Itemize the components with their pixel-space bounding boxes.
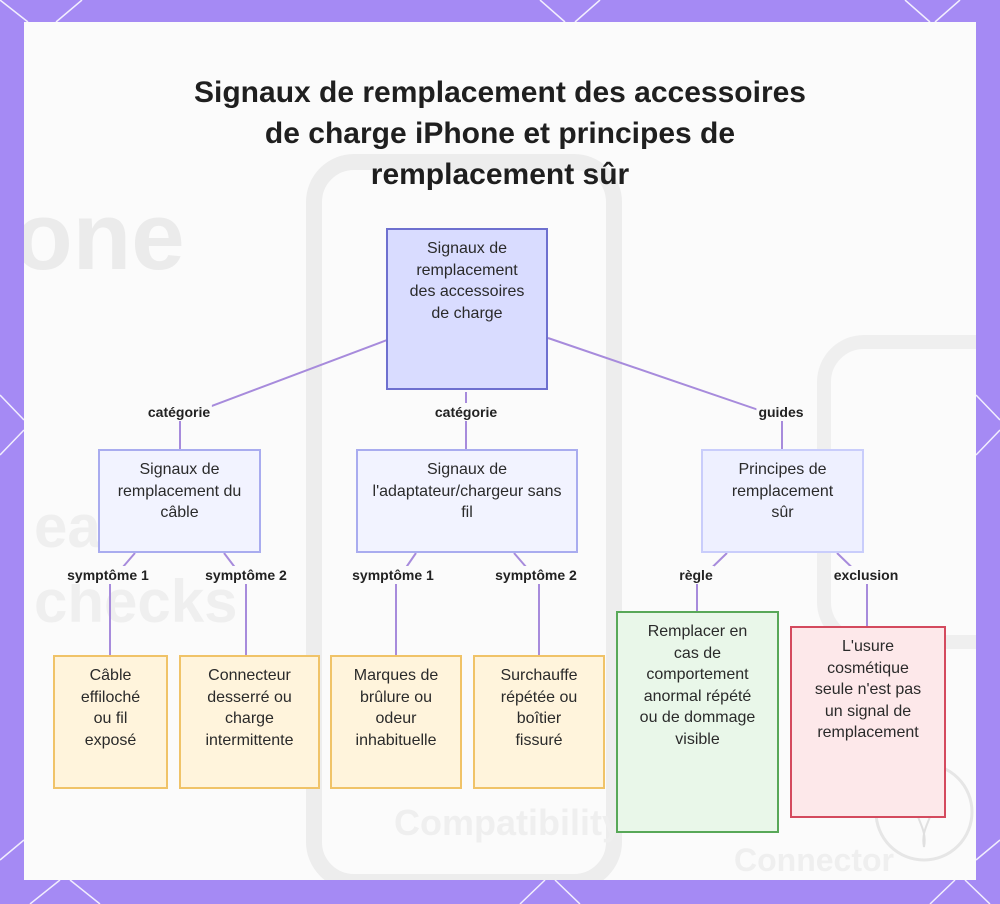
leaf-node-replace-rule: Remplacer en cas de comportement anormal…: [616, 611, 779, 833]
connector-principles-exclusion: [836, 552, 868, 627]
diagram-card: one ea checks Compatibility Connector Si…: [24, 22, 976, 880]
edge-label-symptom-2-cable: symptôme 2: [203, 566, 289, 584]
leaf-node-cosmetic-exclusion: L'usure cosmétique seule n'est pas un si…: [790, 626, 946, 818]
background-watermark: one ea checks Compatibility Connector: [24, 22, 976, 880]
leaf-node-overheating: Surchauffe répétée ou boîtier fissuré: [473, 655, 605, 789]
leaf-label-overheating: Surchauffe répétée ou boîtier fissuré: [500, 667, 578, 749]
root-node-label: Signaux de remplacement des accessoires …: [409, 240, 525, 322]
leaf-label-loose-connector: Connecteur desserré ou charge intermitte…: [205, 667, 294, 749]
category-node-principles: Principes de remplacement sûr: [701, 449, 864, 553]
leaf-node-loose-connector: Connecteur desserré ou charge intermitte…: [179, 655, 320, 789]
leaf-label-burn-marks: Marques de brûlure ou odeur inhabituelle: [353, 667, 439, 749]
category-label-cable: Signaux de remplacement du câble: [117, 461, 242, 521]
edge-label-guides: guides: [756, 403, 806, 421]
leaf-label-cosmetic-exclusion: L'usure cosmétique seule n'est pas un si…: [814, 638, 922, 741]
edge-label-rule: règle: [677, 566, 715, 584]
leaf-label-frayed-cable: Câble effiloché ou fil exposé: [80, 667, 141, 749]
edge-label-symptom-2-adapter: symptôme 2: [493, 566, 579, 584]
root-node: Signaux de remplacement des accessoires …: [386, 228, 548, 390]
category-label-adapter: Signaux de l'adaptateur/chargeur sans fi…: [372, 461, 562, 521]
leaf-node-frayed-cable: Câble effiloché ou fil exposé: [53, 655, 168, 789]
category-node-adapter: Signaux de l'adaptateur/chargeur sans fi…: [356, 449, 578, 553]
edge-label-symptom-1-cable: symptôme 1: [65, 566, 151, 584]
leaf-node-burn-marks: Marques de brûlure ou odeur inhabituelle: [330, 655, 462, 789]
edge-label-exclusion: exclusion: [831, 566, 901, 584]
edge-label-symptom-1-adapter: symptôme 1: [350, 566, 436, 584]
connector-root-cable: [179, 339, 388, 450]
category-label-principles: Principes de remplacement sûr: [731, 461, 834, 521]
leaf-label-replace-rule: Remplacer en cas de comportement anormal…: [639, 623, 756, 748]
diagram-title: Signaux de remplacement des accessoires …: [194, 76, 806, 191]
edge-label-cable-category: catégorie: [145, 403, 213, 421]
edge-label-adapter-category: catégorie: [432, 403, 500, 421]
category-node-cable: Signaux de remplacement du câble: [98, 449, 261, 553]
connector-root-principles: [547, 337, 783, 450]
